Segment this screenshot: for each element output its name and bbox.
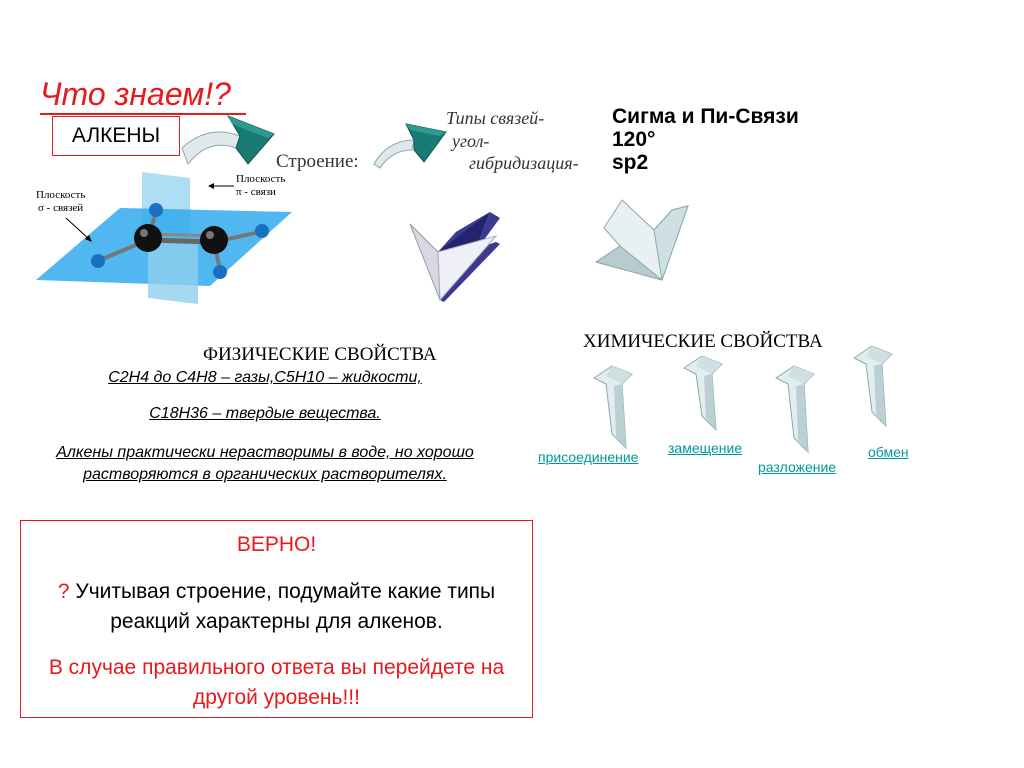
hydrogen-atom <box>255 224 269 238</box>
reaction-arrow-1-icon <box>593 365 633 450</box>
title-underline <box>40 113 246 115</box>
reaction-arrow-2-icon <box>683 355 723 432</box>
bond-angle-answer: 120° <box>612 128 656 151</box>
reaction-link-addition[interactable]: присоединение <box>538 449 639 465</box>
hybridization-answer: sp2 <box>612 151 649 174</box>
physical-property-line-2: С18Н36 – твердые вещества. <box>149 405 381 422</box>
bond-types-answer: Сигма и Пи-Связи <box>612 105 799 128</box>
page-title: Что знаем!? <box>40 76 231 112</box>
reaction-arrow-4-icon <box>853 345 893 428</box>
structure-label: Строение: <box>276 151 359 172</box>
topic-box-alkenes: АЛКЕНЫ <box>52 116 180 156</box>
pi-plane-label-1: Плоскость <box>236 173 285 185</box>
bond-types-label: Типы связей- <box>446 108 545 128</box>
reaction-arrow-3-icon <box>775 365 815 454</box>
reaction-link-exchange[interactable]: обмен <box>868 444 909 460</box>
feedback-box: ВЕРНО! ? Учитывая строение, подумайте ка… <box>20 520 533 718</box>
feedback-question: ? Учитывая строение, подумайте какие тип… <box>21 577 532 637</box>
physical-property-line-3: Алкены практически нерастворимы в воде, … <box>56 444 474 483</box>
feedback-next-level: В случае правильного ответа вы перейдете… <box>48 656 505 709</box>
hydrogen-atom <box>149 203 163 217</box>
chemical-properties-title: ХИМИЧЕСКИЕ СВОЙСТВА <box>583 331 823 352</box>
pi-plane-label-2: π - связи <box>236 186 276 198</box>
feedback-question-text: Учитывая строение, подумайте какие типы … <box>69 580 496 633</box>
reaction-link-decomposition[interactable]: разложение <box>758 459 837 475</box>
feedback-correct: ВЕРНО! <box>236 533 317 556</box>
physical-properties-title: ФИЗИЧЕСКИЕ СВОЙСТВА <box>203 344 437 365</box>
ethylene-molecule-diagram: Плоскость π - связи Плоскость σ - связей <box>36 172 292 304</box>
hydrogen-atom <box>213 265 227 279</box>
pi-plane-front <box>148 238 198 304</box>
bond-angle-label: угол- <box>452 131 490 151</box>
physical-properties-arrow-icon <box>409 212 500 302</box>
reaction-link-substitution[interactable]: замещение <box>668 440 743 456</box>
sigma-plane-label-1: Плоскость <box>36 189 85 201</box>
hybridization-label: гибридизация- <box>469 153 579 173</box>
chemical-properties-arrow-icon <box>594 199 689 281</box>
carbon-atom <box>134 224 162 252</box>
physical-property-line-1: С2Н4 до С4Н8 – газы,С5Н10 – жидкости, <box>108 369 422 386</box>
carbon-atom <box>200 226 228 254</box>
question-mark: ? <box>57 580 70 603</box>
curved-arrow-1-icon <box>181 115 275 166</box>
hydrogen-atom <box>91 254 105 268</box>
sigma-plane-label-2: σ - связей <box>38 202 83 214</box>
curved-arrow-2-icon <box>373 123 447 169</box>
